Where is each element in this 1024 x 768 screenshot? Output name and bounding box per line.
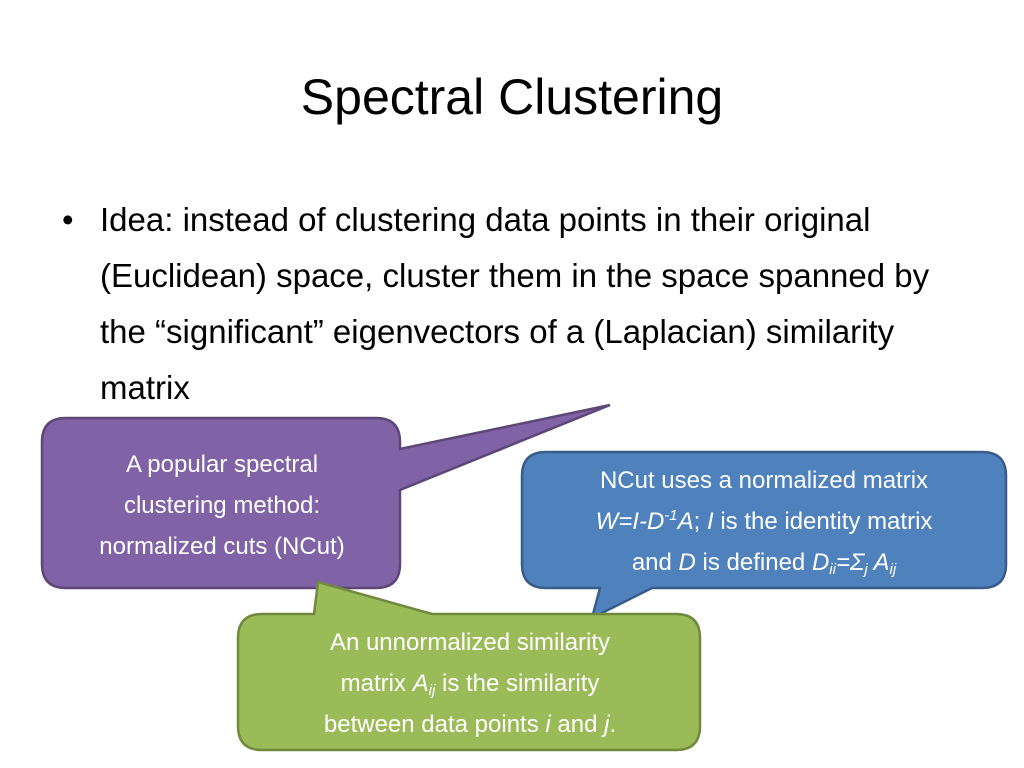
ii-subscript: ii (829, 561, 836, 578)
unnormalized-line-3: between data points i and j. (242, 704, 698, 745)
a-symbol-2: A (867, 549, 890, 576)
inverse-superscript: -1 (664, 507, 678, 524)
identity-description: is the identity matrix (713, 508, 933, 535)
matrix-text: matrix (340, 670, 413, 697)
bullet-item: • Idea: instead of clustering data point… (62, 192, 962, 416)
j-symbol: j (604, 711, 610, 738)
ncut-matrix-line-3: and D is defined Dii=Σj Aij (526, 542, 1002, 583)
a-symbol: A (677, 508, 694, 535)
and-text: and (631, 549, 679, 576)
d-symbol-2: D (678, 549, 696, 576)
identity-symbol-2: I (706, 508, 714, 535)
ij-subscript: ij (889, 561, 897, 578)
j-subscript: j (864, 561, 868, 578)
d-symbol-3: D (811, 549, 830, 576)
ncut-method-line-2: clustering method: (123, 492, 321, 519)
defined-text: is defined (695, 549, 812, 576)
sum-symbol: =Σ (835, 549, 865, 576)
semicolon-text: ; (693, 508, 707, 535)
unnormalized-line-1: An unnormalized similarity (329, 629, 611, 656)
ncut-matrix-line-2: W=I-D-1A; I is the identity matrix (526, 501, 1002, 542)
unnormalized-callout: An unnormalized similarity matrix Aij is… (242, 622, 698, 745)
bullet-list: • Idea: instead of clustering data point… (62, 192, 962, 416)
minus-symbol: - (638, 508, 647, 535)
bullet-text: Idea: instead of clustering data points … (100, 201, 930, 406)
ij-subscript-2: ij (428, 682, 436, 699)
equals-symbol: = (618, 508, 633, 535)
period-text: . (609, 711, 617, 738)
bullet-marker: • (62, 201, 74, 238)
d-symbol: D (646, 508, 665, 535)
ncut-method-line-3: normalized cuts (NCut) (99, 533, 345, 560)
ncut-matrix-line-1: NCut uses a normalized matrix (599, 467, 929, 494)
ncut-method-callout: A popular spectral clustering method: no… (46, 444, 398, 567)
unnormalized-callout-shape (236, 580, 702, 752)
identity-symbol: I (632, 508, 639, 535)
slide-title: Spectral Clustering (300, 69, 724, 125)
ncut-matrix-callout: NCut uses a normalized matrix W=I-D-1A; … (526, 460, 1002, 583)
ncut-method-line-1: A popular spectral (125, 451, 319, 478)
a-symbol-3: A (412, 670, 429, 697)
w-symbol: W (595, 508, 619, 535)
between-text: between data points (323, 711, 546, 738)
ncut-method-callout-shape (40, 403, 611, 590)
ncut-matrix-callout-shape (520, 450, 1008, 621)
is-the-text: is the similarity (435, 670, 600, 697)
unnormalized-line-2: matrix Aij is the similarity (242, 663, 698, 704)
i-symbol: i (545, 711, 551, 738)
and-text-2: and (550, 711, 605, 738)
